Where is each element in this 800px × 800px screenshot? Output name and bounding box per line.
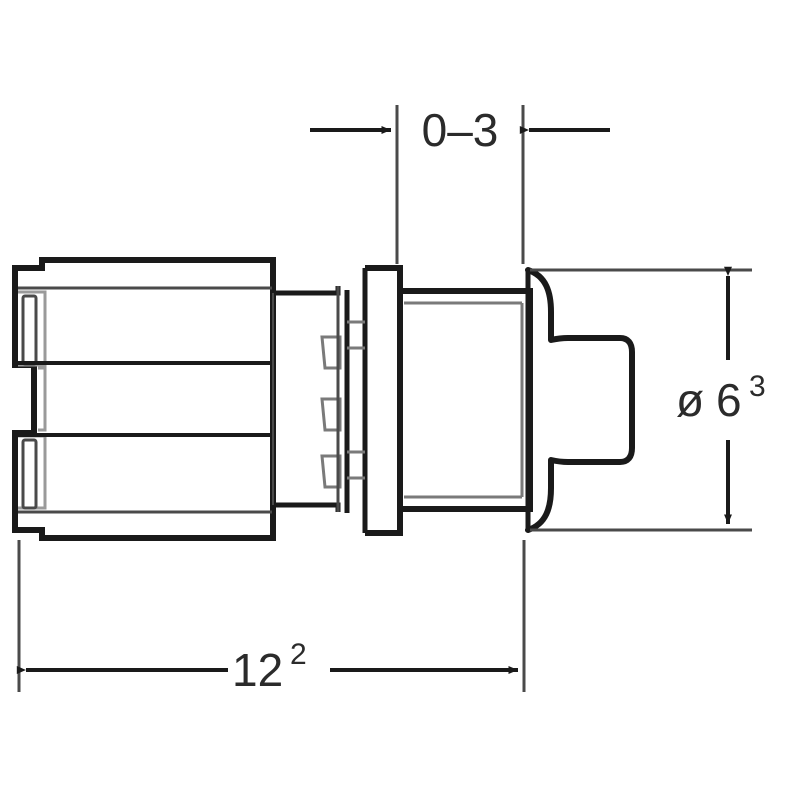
top-dimension-label: 0–3 <box>422 104 499 156</box>
neck-rib-3 <box>320 454 342 489</box>
connector-body <box>12 257 276 541</box>
right-dimension-group: ø 6 3 <box>530 266 766 532</box>
barrel-section <box>400 288 533 512</box>
cone-outline <box>525 267 635 533</box>
neck-ribs <box>320 335 342 489</box>
bottom-dimension-group: 12 2 <box>16 540 526 696</box>
right-dimension-symbol: ø <box>676 374 704 426</box>
neck-rib-1 <box>320 335 342 370</box>
barrel-outline <box>400 288 533 512</box>
bottom-dimension-value: 12 <box>232 644 283 696</box>
right-dimension-superscript: 3 <box>749 370 766 403</box>
body-latch-lower-slot <box>21 438 38 510</box>
right-dimension-value: 6 <box>716 374 742 426</box>
top-dimension-group: 0–3 <box>310 104 610 264</box>
neck-rib-2 <box>320 397 342 432</box>
neck-bottom-edge <box>273 502 341 512</box>
neck-top-edge <box>273 286 341 296</box>
flange-plate-outline <box>365 265 403 536</box>
body-latch-upper-slot <box>21 294 38 366</box>
bottom-dimension-superscript: 2 <box>290 638 307 671</box>
cone-end <box>525 267 635 533</box>
connector-body-outline <box>12 257 276 541</box>
body-latch-middle-frame <box>38 366 47 432</box>
mid-flange <box>336 265 403 536</box>
